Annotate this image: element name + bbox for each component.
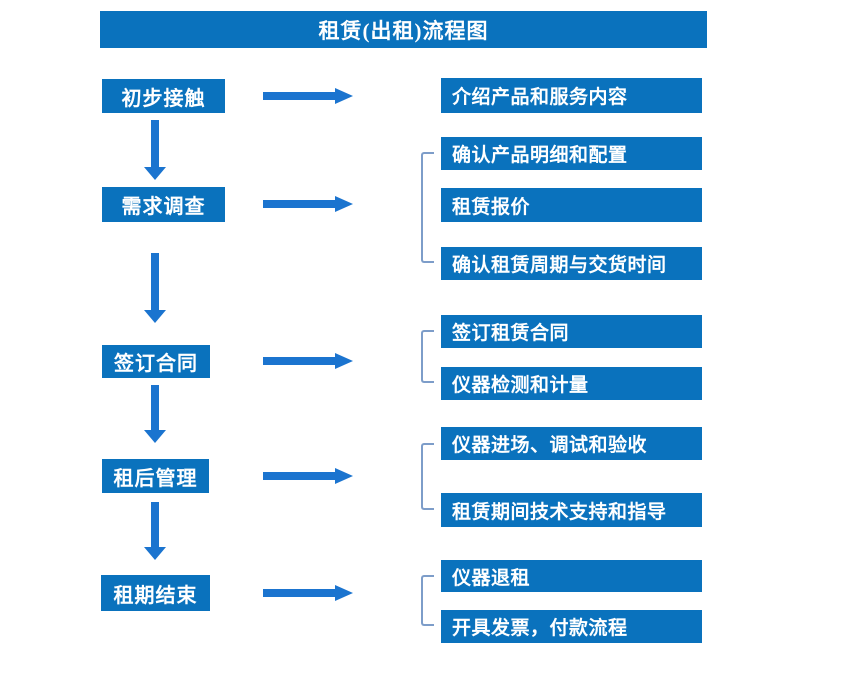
arrow-down-icon: [144, 385, 166, 443]
output-box: 确认租赁周期与交货时间: [441, 247, 702, 280]
arrow-head: [335, 585, 353, 601]
arrow-stem: [151, 253, 159, 310]
step-box-sign-contract: 签订合同: [102, 345, 210, 378]
flowchart-title: 租赁(出租)流程图: [318, 18, 489, 43]
arrow-head: [144, 167, 166, 180]
arrow-right-icon: [263, 468, 353, 484]
arrow-head: [144, 310, 166, 323]
arrow-head: [335, 88, 353, 104]
arrow-head: [335, 468, 353, 484]
group-bracket-icon: [421, 575, 434, 626]
arrow-stem: [263, 589, 335, 597]
arrow-stem: [263, 92, 335, 100]
output-box: 确认产品明细和配置: [441, 137, 702, 170]
output-box: 开具发票，付款流程: [441, 610, 702, 643]
arrow-down-icon: [144, 253, 166, 323]
output-box: 仪器检测和计量: [441, 367, 702, 400]
arrow-down-icon: [144, 502, 166, 560]
arrow-right-icon: [263, 585, 353, 601]
arrow-down-icon: [144, 120, 166, 180]
arrow-head: [335, 353, 353, 369]
step-box-initial-contact: 初步接触: [102, 79, 225, 113]
arrow-stem: [263, 472, 335, 480]
arrow-stem: [151, 120, 159, 167]
arrow-right-icon: [263, 196, 353, 212]
output-box: 租赁报价: [441, 188, 702, 222]
arrow-stem: [151, 385, 159, 430]
step-box-demand-survey: 需求调查: [102, 187, 225, 222]
group-bracket-icon: [421, 443, 434, 510]
arrow-right-icon: [263, 353, 353, 369]
output-box: 仪器退租: [441, 560, 702, 592]
group-bracket-icon: [421, 152, 434, 263]
output-box: 仪器进场、调试和验收: [441, 427, 702, 460]
flowchart-title-bar: 租赁(出租)流程图: [100, 11, 707, 48]
output-box: 租赁期间技术支持和指导: [441, 493, 702, 527]
arrow-head: [144, 547, 166, 560]
output-box: 签订租赁合同: [441, 315, 702, 348]
arrow-stem: [151, 502, 159, 547]
arrow-head: [335, 196, 353, 212]
arrow-stem: [263, 357, 335, 365]
group-bracket-icon: [421, 330, 434, 383]
arrow-head: [144, 430, 166, 443]
arrow-right-icon: [263, 88, 353, 104]
step-box-rental-end: 租期结束: [101, 575, 210, 611]
step-box-post-rental-management: 租后管理: [102, 459, 209, 493]
output-box: 介绍产品和服务内容: [441, 78, 702, 113]
arrow-stem: [263, 200, 335, 208]
